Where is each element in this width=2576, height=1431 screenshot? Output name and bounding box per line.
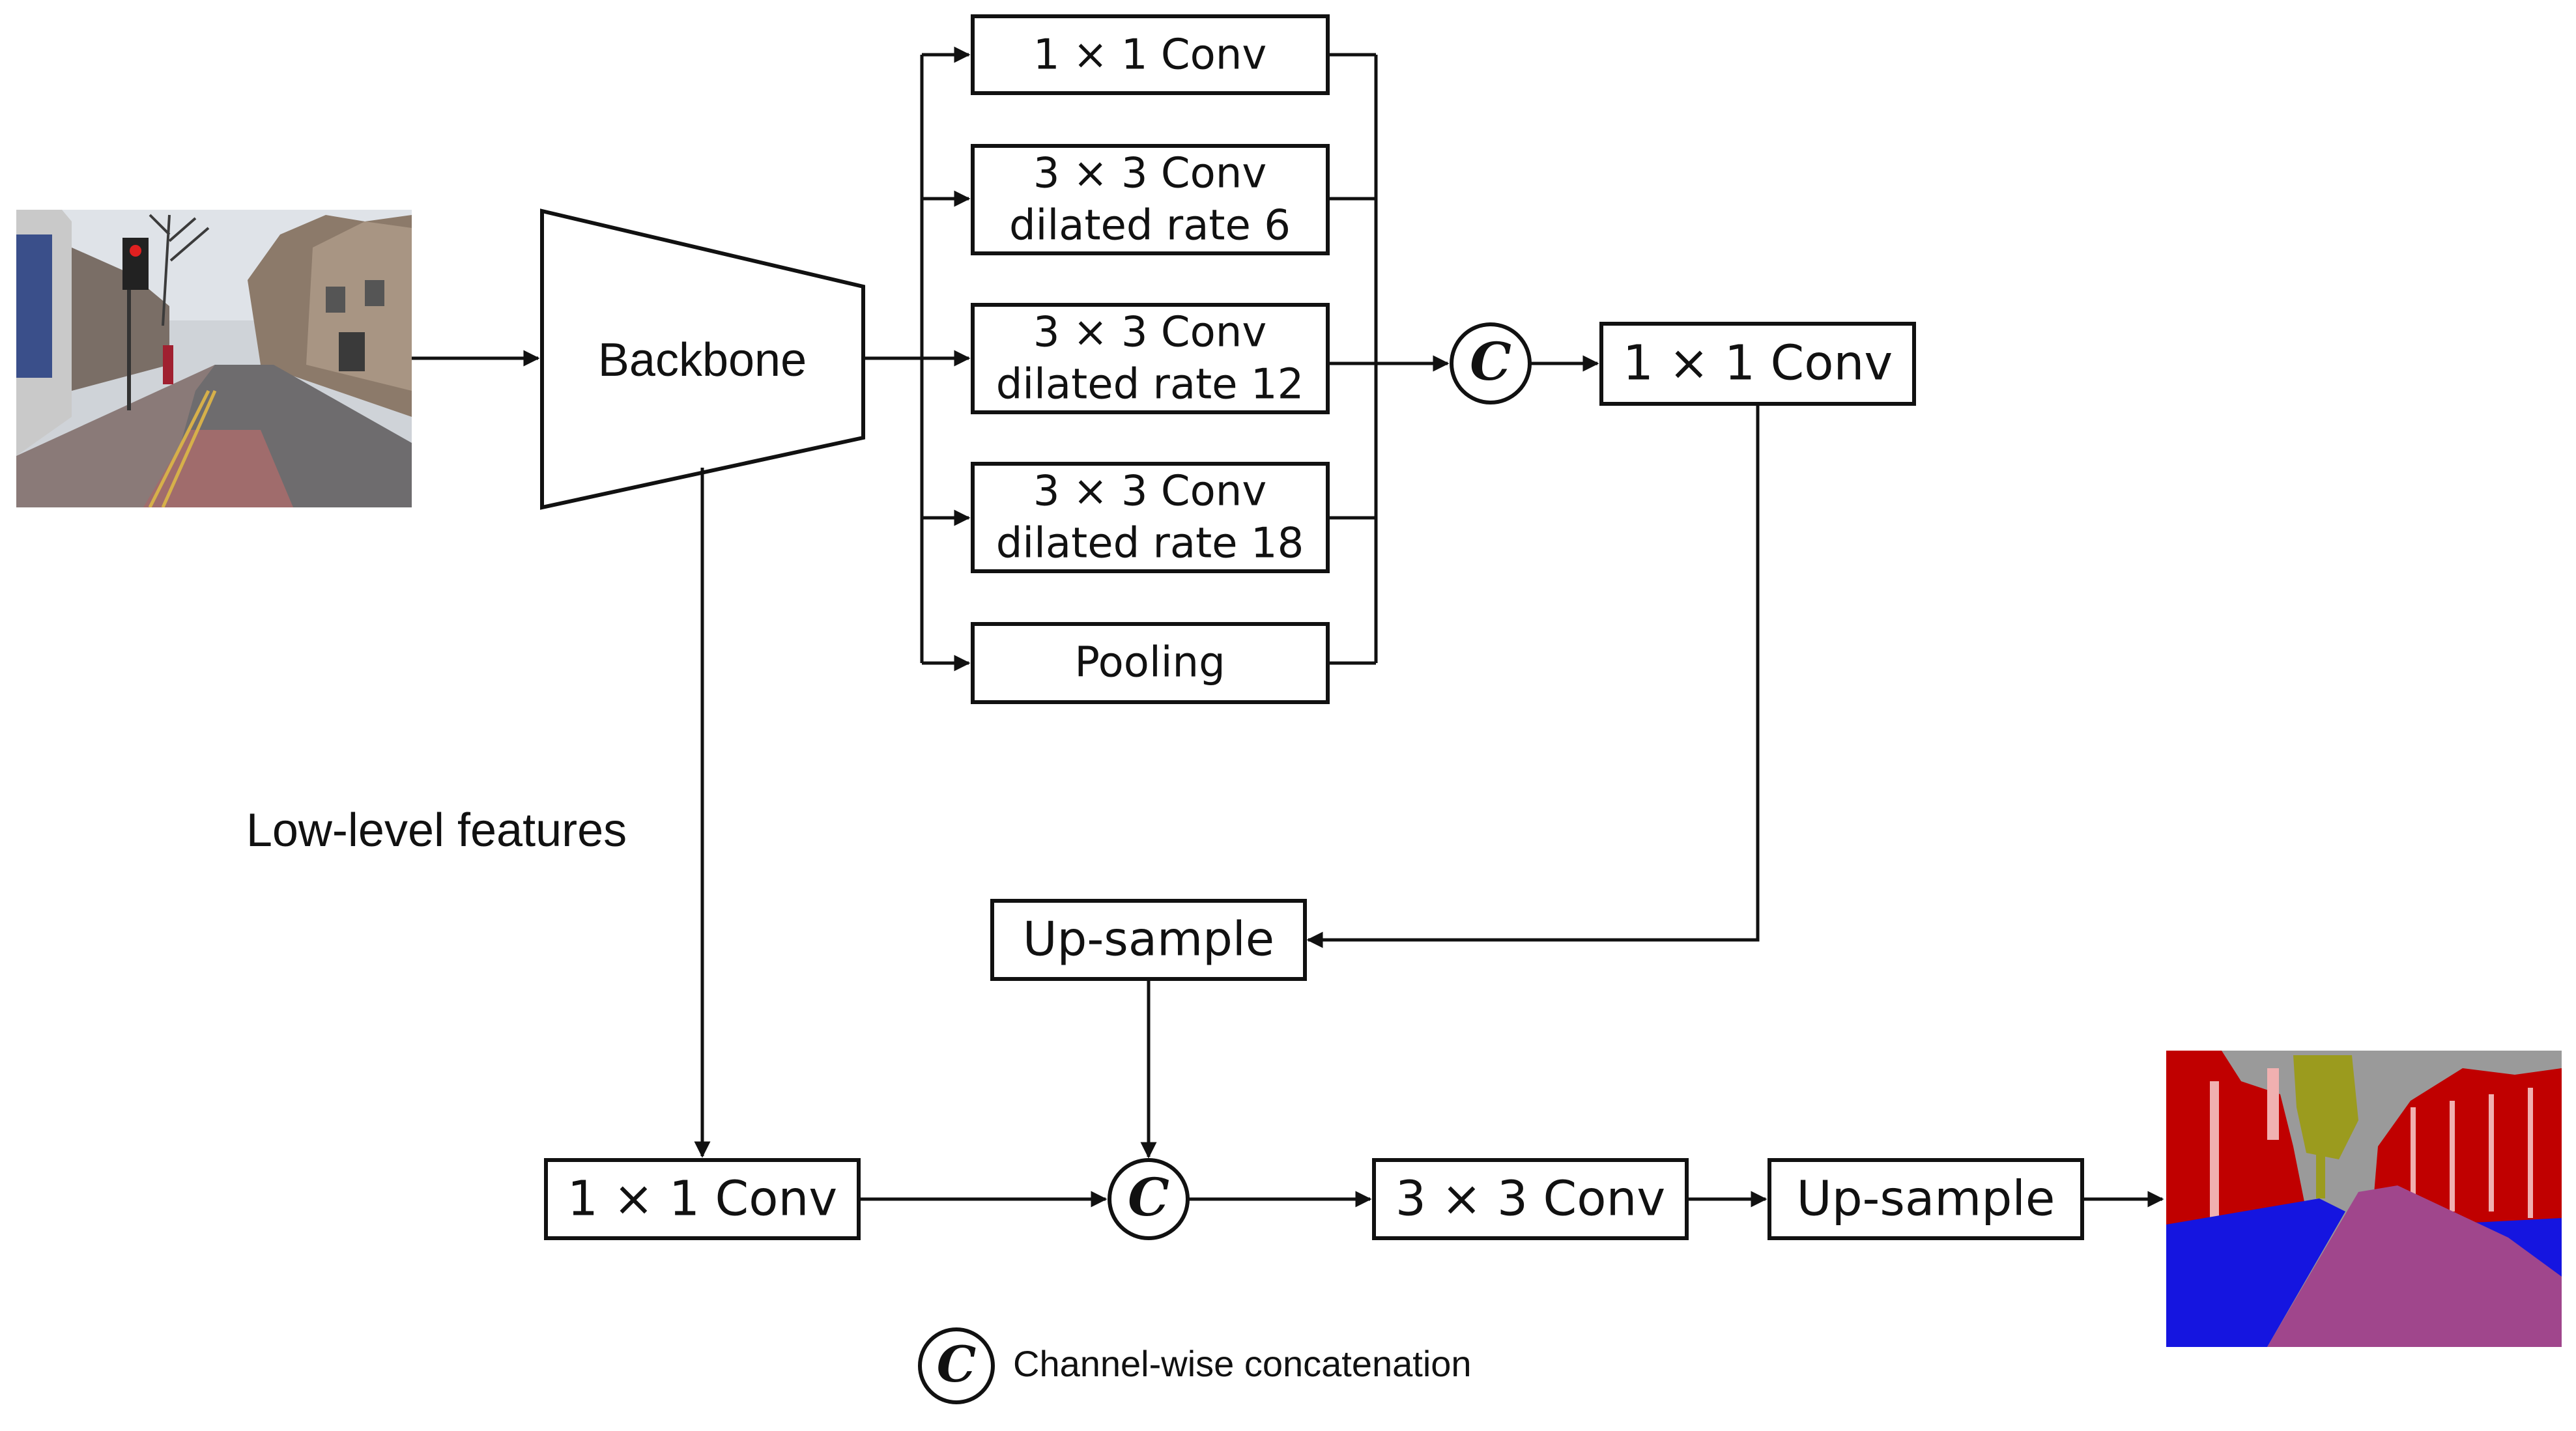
decoder-upsample-block: Up-sample (1767, 1158, 2084, 1240)
aspp-branch-rate12: 3 × 3 Conv dilated rate 12 (971, 303, 1330, 414)
aspp-branch-sublabel: dilated rate 18 (996, 520, 1304, 568)
upsample-top-label: Up-sample (1023, 912, 1274, 967)
backbone-label: Backbone (598, 334, 807, 386)
decoder-conv-label: 1 × 1 Conv (567, 1171, 837, 1227)
output-segmentation-image (2166, 1051, 2562, 1347)
aspp-branch-sublabel: dilated rate 12 (996, 361, 1304, 409)
aspp-branch-1x1-conv: 1 × 1 Conv (971, 14, 1330, 95)
aspp-branch-pooling: Pooling (971, 622, 1330, 704)
aspp-branch-label: 3 × 3 Conv (1033, 468, 1267, 516)
encoder-conv-label: 1 × 1 Conv (1623, 335, 1893, 391)
encoder-to-upsample-arrow (1306, 404, 1760, 948)
aspp-branch-rate6: 3 × 3 Conv dilated rate 6 (971, 144, 1330, 255)
backbone-block: Backbone (540, 208, 865, 510)
upsample-top-block: Up-sample (990, 899, 1307, 981)
decoder-conv3-label: 3 × 3 Conv (1395, 1171, 1665, 1227)
concat-symbol: C (1470, 331, 1511, 392)
aspp-branch-label: 1 × 1 Conv (1033, 31, 1267, 79)
decoder-3x3-conv-block: 3 × 3 Conv (1372, 1158, 1689, 1240)
decoder-upsample-label: Up-sample (1797, 1171, 2055, 1227)
concat-node-decoder: C (1108, 1158, 1190, 1240)
concat-node-encoder: C (1450, 322, 1532, 404)
legend-symbol: C (937, 1335, 977, 1393)
encoder-1x1-conv-block: 1 × 1 Conv (1599, 322, 1916, 406)
aspp-branch-rate18: 3 × 3 Conv dilated rate 18 (971, 462, 1330, 573)
input-street-image (16, 210, 412, 507)
aspp-branch-label: 3 × 3 Conv (1033, 309, 1267, 357)
aspp-branch-label: 3 × 3 Conv (1033, 150, 1267, 198)
legend: C Channel-wise concatenation (918, 1327, 1472, 1404)
decoder-1x1-conv-block: 1 × 1 Conv (544, 1158, 861, 1240)
low-level-features-label: Low-level features (246, 804, 627, 857)
legend-text: Channel-wise concatenation (1013, 1343, 1472, 1384)
concat-symbol: C (1128, 1167, 1169, 1228)
aspp-branch-sublabel: dilated rate 6 (1009, 202, 1291, 250)
aspp-branch-label: Pooling (1074, 639, 1225, 687)
